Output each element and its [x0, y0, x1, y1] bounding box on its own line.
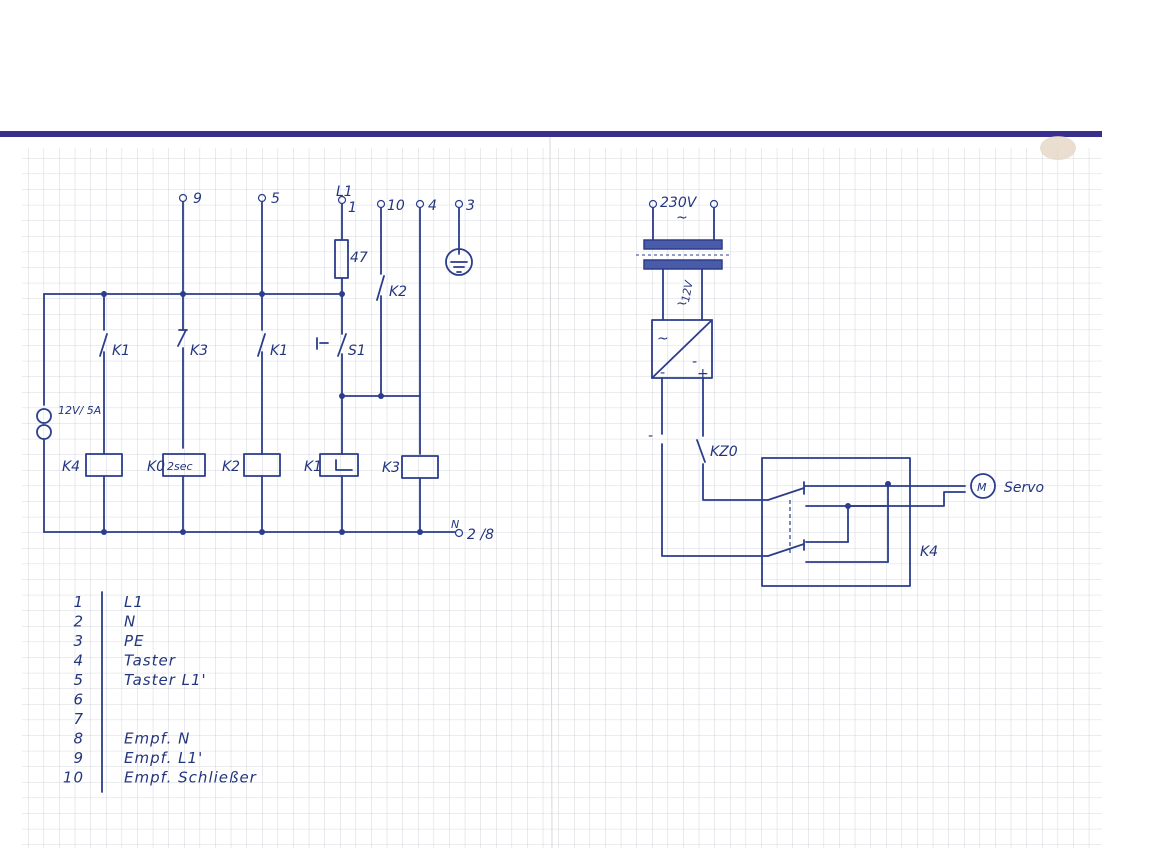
rectifier-plus: + [697, 366, 709, 382]
legend-number: 5 [73, 671, 84, 689]
rectifier-dc-symbol: - [692, 354, 697, 370]
relay-k4-box [761, 457, 911, 587]
relay-switch-upper-icon [767, 487, 805, 501]
kz0-contact-label: KZ0 [710, 444, 738, 460]
legend-text: Empf. N [124, 730, 190, 748]
secondary-ac-label: ~ [676, 296, 688, 312]
k1a-contact-icon [99, 333, 108, 357]
control-circuit: 9 5 L1 1 10 4 3 N 2 /8 K3 K1 K1 47 S1 K2 [36, 184, 494, 543]
coil-k0-icon [162, 453, 206, 477]
coil-k2-label: K2 [222, 459, 240, 475]
fuse-label: 47 [350, 250, 368, 266]
coil-k2-icon [243, 453, 281, 477]
dc-negative-wire [661, 377, 769, 557]
coil-k3-label: K3 [382, 460, 400, 476]
legend-number: 9 [73, 749, 84, 767]
terminal-5-label: 5 [271, 191, 280, 207]
terminal-4-label: 4 [428, 198, 437, 214]
s1-pushbutton-icon [316, 333, 347, 357]
dc-minus-mark: - [648, 428, 653, 444]
kz0-contact-icon [696, 439, 706, 463]
legend-text: Empf. L1' [124, 749, 203, 767]
legend-number: 2 [73, 613, 84, 631]
legend-number: 6 [73, 691, 84, 709]
supply-230v-label: 230V [660, 195, 698, 211]
k1b-contact-icon [257, 333, 266, 357]
legend-number: 10 [63, 769, 84, 787]
legend-number: 8 [73, 730, 84, 748]
legend-number: 3 [73, 632, 84, 650]
terminal-3-label: 3 [466, 198, 475, 214]
fuse-icon [334, 239, 349, 279]
legend-text: Empf. Schließer [124, 769, 257, 787]
relay-k4-label: K4 [920, 544, 938, 560]
legend-number: 7 [73, 710, 84, 728]
servo-motor-icon [970, 473, 996, 499]
terminal-2-8-label: 2 /8 [467, 527, 494, 543]
secondary-12v-label: 12V [679, 278, 696, 303]
header-rule [0, 131, 1102, 137]
legend-text: PE [124, 632, 145, 650]
terminal-1-label: 1 [348, 200, 357, 216]
ground-icon [445, 248, 473, 276]
legend-number: 4 [73, 652, 84, 670]
rectifier-icon [651, 319, 713, 379]
supply-ac-label: ~ [676, 210, 688, 226]
page-fold [549, 136, 553, 849]
terminal-n-label: N [451, 518, 459, 531]
terminal-9-label: 9 [193, 191, 202, 207]
lamp-icon [36, 408, 52, 424]
terminal-l1-label: L1 [336, 184, 353, 200]
s1-label: S1 [348, 343, 366, 359]
servo-label: Servo [1004, 480, 1044, 496]
coil-k4-label: K4 [62, 459, 80, 475]
coil-k4-icon [85, 453, 123, 477]
legend-text: L1 [124, 593, 144, 611]
coil-k0-label: K0 [147, 459, 165, 475]
terminal-2-8-icon [454, 528, 464, 538]
k1a-contact-label: K1 [112, 343, 130, 359]
coil-k1-label: K1 [304, 459, 322, 475]
lamp-label: 12V/ 5A [58, 404, 101, 417]
terminal-10-label: 10 [387, 198, 405, 214]
motor-symbol: M [977, 481, 987, 494]
k2-contact-icon [376, 275, 385, 301]
coil-k0-time-label: 2sec [167, 460, 193, 473]
grid-paper [22, 148, 1102, 848]
legend-text: Taster L1' [124, 671, 207, 689]
k2-contact-label: K2 [389, 284, 407, 300]
rectifier-minus: - [660, 365, 665, 381]
transformer-primary-icon [643, 239, 723, 250]
k1b-contact-label: K1 [270, 343, 288, 359]
coil-k1-icon [319, 453, 359, 477]
legend-number: 1 [73, 593, 84, 611]
rectifier-ac-symbol: ~ [657, 331, 669, 347]
coil-k3-icon [401, 455, 439, 479]
legend-text: N [124, 613, 136, 631]
transformer-secondary-icon [643, 259, 723, 270]
dc-positive-wire [702, 377, 769, 501]
relay-switch-lower-icon [767, 543, 805, 557]
paper-stain [1040, 136, 1076, 160]
k3-contact-label: K3 [190, 343, 208, 359]
k3-contact-icon [177, 329, 188, 347]
servo-circuit: 230V ~ 12V ~ ~ - - + - KZ0 K4 [636, 195, 1044, 587]
legend-text: Taster [124, 652, 176, 670]
